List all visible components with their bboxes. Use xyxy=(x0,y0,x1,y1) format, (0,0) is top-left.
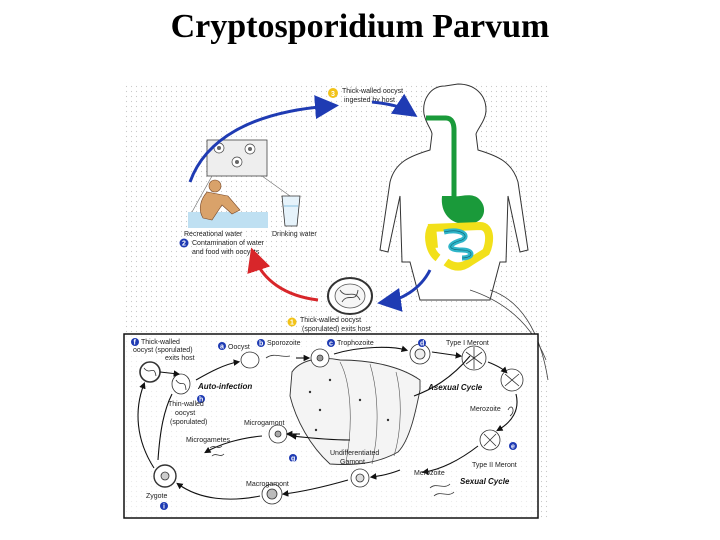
stage-h-badge xyxy=(197,395,205,403)
oocyst-label: Oocyst xyxy=(228,344,250,351)
step-2-badge xyxy=(179,238,189,248)
stage-d-badge xyxy=(418,339,426,347)
thick-walled-label-2: oocyst (sporulated) xyxy=(133,347,193,354)
step-1-line2: (sporulated) exits host xyxy=(302,326,371,333)
stage-e-number: e xyxy=(511,444,515,451)
step-1-number: 1 xyxy=(290,320,294,327)
inset-stage-cells xyxy=(139,343,524,505)
stage-h-number: h xyxy=(199,397,203,404)
thin-walled-label-2: oocyst xyxy=(175,410,195,417)
thick-walled-label-1: Thick-walled xyxy=(141,339,180,346)
stage-g-number: g xyxy=(291,456,295,463)
step-3-number: 3 xyxy=(331,91,335,98)
thin-walled-label-3: (sporulated) xyxy=(170,419,207,426)
arrow-excretion xyxy=(377,269,432,312)
microgametes-label: Microgametes xyxy=(186,437,230,444)
sporozoite-label: Sporozoite xyxy=(267,340,301,347)
stage-f-badge xyxy=(131,338,139,346)
trophozoite-label: Trophozoite xyxy=(337,340,374,347)
sexual-cycle-label: Sexual Cycle xyxy=(460,477,510,486)
stage-c-number: c xyxy=(329,341,333,348)
macrogamont-label: Macrogamont xyxy=(246,481,289,488)
stage-g-badge xyxy=(289,454,297,462)
step-2-number: 2 xyxy=(182,241,186,248)
thick-walled-label-3: exits host xyxy=(165,355,195,362)
thin-walled-label-1: Thin-walled xyxy=(168,401,204,408)
stage-c-badge xyxy=(327,339,335,347)
stage-b-badge xyxy=(257,339,265,347)
stage-e-badge xyxy=(509,442,517,450)
arrow-to-host xyxy=(371,93,418,117)
stage-d-number: d xyxy=(420,341,424,348)
step-3-line1: Thick-walled oocyst xyxy=(342,88,403,95)
stage-f-number: f xyxy=(134,340,137,347)
arrow-ingestion xyxy=(188,95,339,183)
merozoite-bottom-label: Merozoite xyxy=(414,470,445,477)
asexual-cycle-label: Asexual Cycle xyxy=(427,383,483,392)
step-2-line1: Contamination of water xyxy=(192,240,265,247)
water-scene xyxy=(188,139,301,228)
type1-meront-label: Type I Meront xyxy=(446,340,489,347)
human-body xyxy=(379,83,549,381)
merozoite-top-label: Merozoite xyxy=(470,406,501,413)
drinking-water-label: Drinking water xyxy=(272,231,317,238)
recreational-water-label: Recreational water xyxy=(184,231,243,238)
slide-title: Cryptosporidium Parvum xyxy=(170,8,550,45)
stage-i-badge xyxy=(160,502,168,510)
step-1-line1: Thick-walled oocyst xyxy=(300,317,361,324)
thick-walled-oocyst xyxy=(327,277,373,315)
microgamont-label: Microgamont xyxy=(244,420,285,427)
arrow-contamination xyxy=(247,247,319,302)
stage-a-badge xyxy=(218,342,226,350)
stage-b-number: b xyxy=(259,341,263,348)
type2-meront-label: Type II Meront xyxy=(472,462,517,469)
step-1-badge xyxy=(287,317,297,327)
stage-a-number: a xyxy=(220,344,224,351)
inset-arrows xyxy=(137,345,518,500)
step-2-line2: and food with oocysts xyxy=(192,249,260,256)
step-3-line2: ingested by host xyxy=(344,97,395,104)
undifferentiated-label-2: Gamont xyxy=(340,459,365,466)
undifferentiated-label-1: Undifferentiated xyxy=(330,450,379,457)
auto-infection-label: Auto-infection xyxy=(197,382,252,391)
intestinal-villus xyxy=(289,358,421,465)
stage-i-number: i xyxy=(163,504,165,511)
zygote-label: Zygote xyxy=(146,493,168,500)
